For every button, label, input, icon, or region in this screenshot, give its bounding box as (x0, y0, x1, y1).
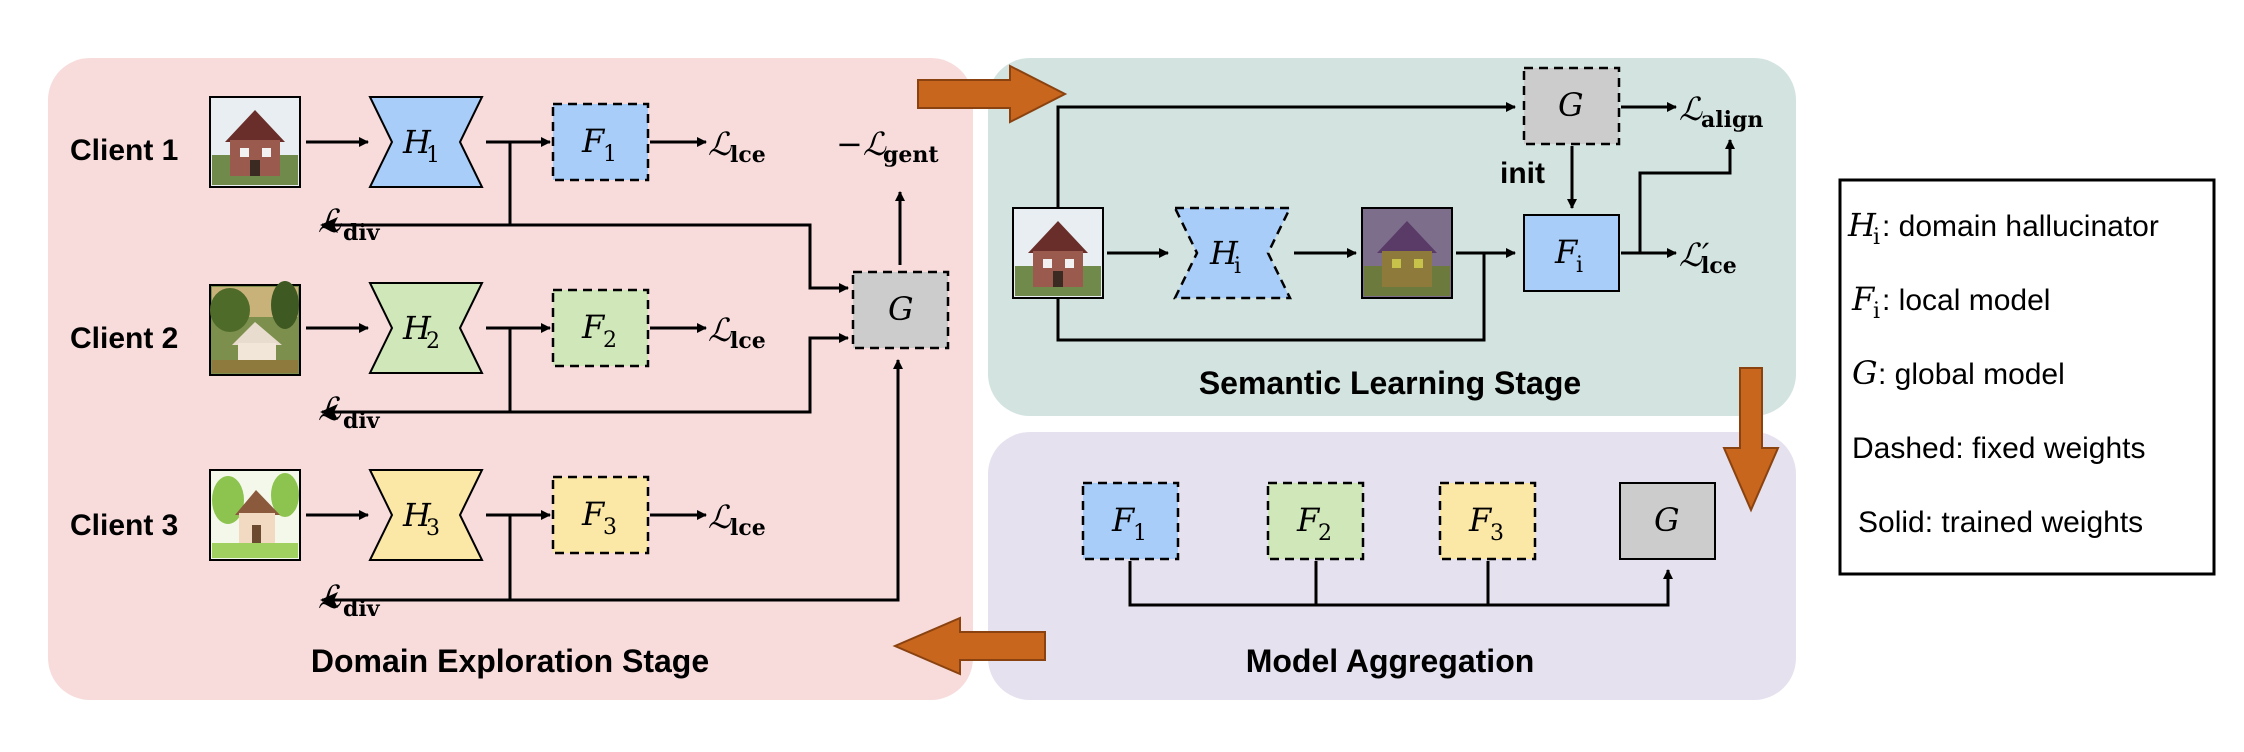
h3-symbol: H (402, 496, 432, 534)
client-3-label: Client 3 (70, 509, 178, 542)
client-1-image (209, 96, 301, 188)
ldiv-2-sub: div (343, 408, 381, 434)
lgent-sub: gent (883, 142, 939, 168)
lce-prime-sub: lce (1701, 253, 1737, 279)
agg-f3-symbol: F (1468, 501, 1493, 539)
client-1-label: Client 1 (70, 134, 178, 167)
ldiv-3-sub: div (343, 596, 381, 622)
legend-g-text: : global model (1878, 358, 2065, 391)
hallucinated-image (1361, 207, 1453, 299)
local-model-fi (1523, 214, 1620, 292)
hallucinator-h1 (368, 96, 484, 188)
g-exploration-symbol: G (888, 290, 914, 328)
agg-g-symbol: G (1654, 501, 1680, 539)
local-model-f3 (551, 475, 650, 555)
fi-sub: i (1576, 253, 1583, 278)
agg-g (1619, 482, 1716, 560)
hallucinator-h3 (368, 469, 484, 561)
ldiv-1-symbol: ℒ (318, 202, 342, 240)
agg-f1 (1081, 481, 1180, 561)
lalign-symbol: ℒ (1679, 90, 1703, 128)
hi-sub: i (1234, 254, 1241, 279)
g-semantic-symbol: G (1558, 86, 1584, 124)
stage-title-semantic: Semantic Learning Stage (1199, 365, 1581, 401)
legend-hi-sub: i (1873, 225, 1880, 250)
agg-f1-symbol: F (1111, 501, 1136, 539)
hallucinator-h2 (368, 282, 484, 374)
h1-symbol: H (402, 123, 432, 161)
client-2-image (209, 281, 301, 376)
semantic-input-image (1012, 207, 1104, 299)
legend-fi-text: : local model (1882, 284, 2050, 317)
fi-symbol: F (1554, 233, 1579, 271)
local-model-f1 (551, 102, 650, 182)
agg-f2 (1266, 481, 1365, 561)
global-model-g-semantic (1522, 66, 1621, 146)
lce-2-symbol: ℒ (708, 311, 732, 349)
agg-f2-symbol: F (1296, 501, 1321, 539)
lgent-symbol: −ℒ (836, 125, 887, 163)
lce-3-sub: lce (730, 515, 766, 541)
client-3-image (209, 469, 301, 561)
f3-symbol: F (581, 495, 606, 533)
ldiv-2-symbol: ℒ (318, 390, 342, 428)
f1-symbol: F (581, 122, 606, 160)
agg-f3 (1438, 481, 1537, 561)
agg-f2-sub: 2 (1318, 521, 1332, 546)
ldiv-1-sub: div (343, 220, 381, 246)
global-model-g-exploration (851, 270, 950, 350)
stage-arrow-right (917, 64, 1068, 124)
agg-f1-sub: 1 (1133, 521, 1147, 546)
init-label: init (1500, 157, 1545, 190)
lce-3-symbol: ℒ (708, 498, 732, 536)
h2-symbol: H (402, 309, 432, 347)
f2-symbol: F (581, 308, 606, 346)
ldiv-3-symbol: ℒ (318, 578, 342, 616)
model-aggregation-panel (988, 432, 1796, 700)
hallucinator-hi (1172, 206, 1293, 300)
client-2-label: Client 2 (70, 322, 178, 355)
f1-sub: 1 (603, 142, 617, 167)
hi-symbol: H (1209, 234, 1239, 272)
lce-2-sub: lce (730, 328, 766, 354)
legend-hi-symbol: H (1847, 206, 1877, 244)
local-model-f2 (551, 288, 650, 368)
f3-sub: 3 (603, 515, 617, 540)
legend-g-symbol: G (1852, 354, 1878, 392)
legend-hi-text: : domain hallucinator (1882, 210, 2159, 243)
lalign-sub: align (1701, 107, 1763, 133)
h2-sub: 2 (426, 329, 440, 354)
stage-title-exploration: Domain Exploration Stage (311, 643, 709, 679)
stage-title-aggregation: Model Aggregation (1246, 643, 1535, 679)
lce-1-symbol: ℒ (708, 125, 732, 163)
h3-sub: 3 (426, 516, 440, 541)
lce-prime-symbol: ℒ′ (1679, 236, 1710, 274)
f2-sub: 2 (603, 328, 617, 353)
h1-sub: 1 (426, 143, 440, 168)
lce-1-sub: lce (730, 142, 766, 168)
legend-dashed-text: Dashed: fixed weights (1852, 432, 2146, 465)
legend-solid-text: Solid: trained weights (1858, 506, 2143, 539)
stage-arrow-left (892, 616, 1046, 676)
legend-box (1838, 178, 2216, 576)
agg-f3-sub: 3 (1490, 521, 1504, 546)
stage-arrow-down (1722, 367, 1780, 513)
legend-fi-symbol: F (1851, 280, 1876, 318)
legend-fi-sub: i (1873, 299, 1880, 324)
